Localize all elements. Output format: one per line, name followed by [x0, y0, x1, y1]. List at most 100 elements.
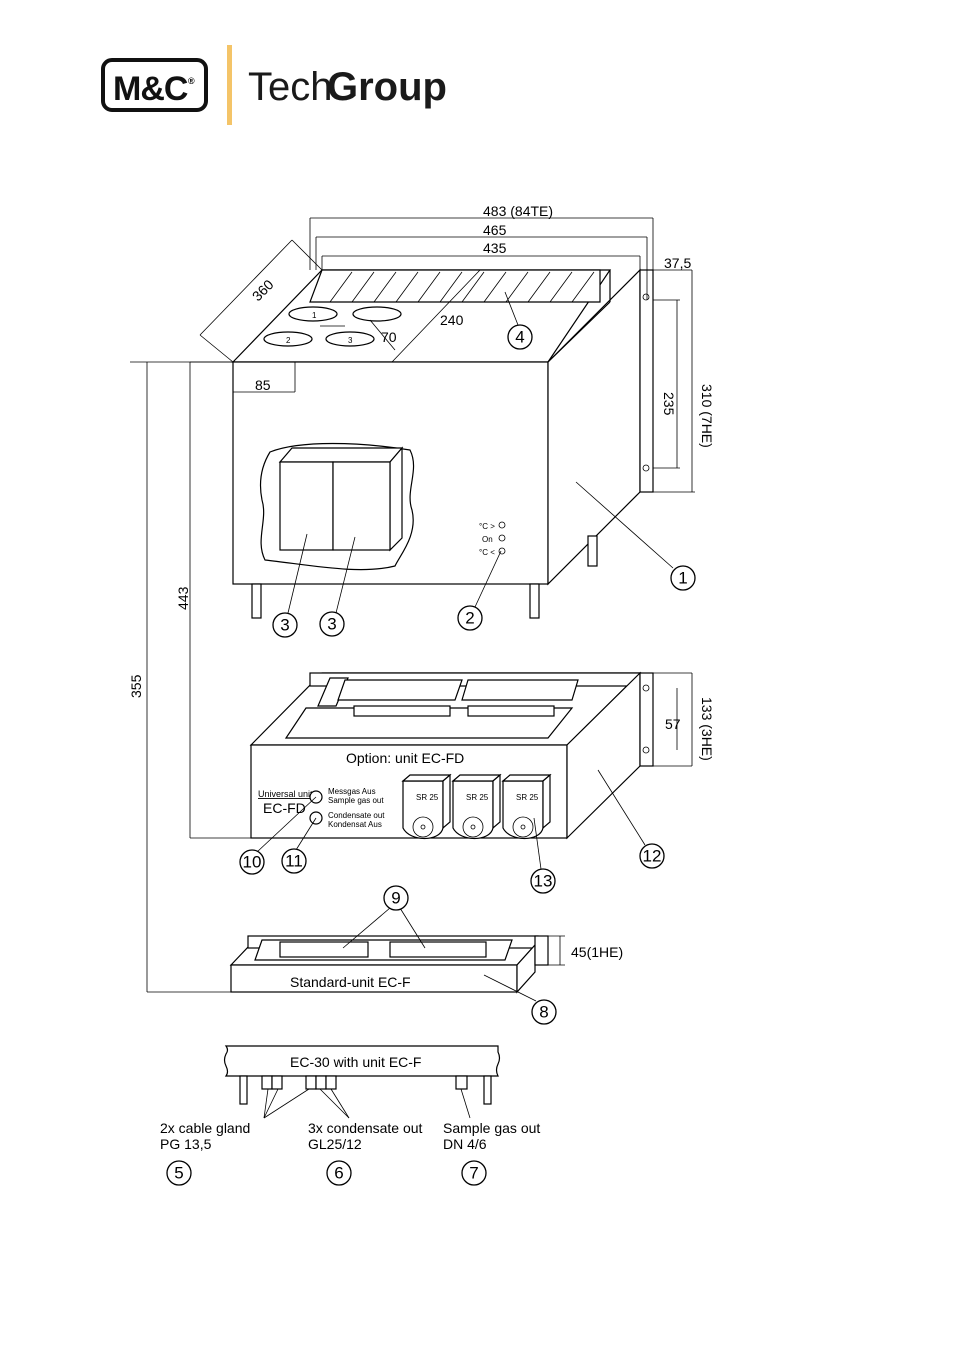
- rear-foot: [483, 1075, 492, 1105]
- rear-view: EC-30 with unit EC-F 2x cable gland PG 1…: [160, 1045, 540, 1152]
- logo-tech-text: Tech: [248, 65, 333, 109]
- callout-9: 9: [383, 885, 409, 911]
- svg-text:10: 10: [243, 853, 262, 872]
- svg-text:3: 3: [280, 616, 289, 635]
- gas-out-en: Sample gas out: [328, 796, 384, 805]
- svg-text:9: 9: [391, 889, 400, 908]
- gas-out-de: Messgas Aus: [328, 787, 376, 796]
- rear-view-body: [223, 1045, 501, 1077]
- brand-logo: M&C ® Tech Group: [101, 45, 447, 125]
- universal-unit-label: Universal unit: [258, 789, 313, 799]
- dim-465: 465: [483, 222, 507, 238]
- dim-45: 45(1HE): [571, 944, 623, 960]
- logo-frame: [101, 58, 208, 112]
- mid-tray-left: [337, 679, 463, 701]
- callout-8: 8: [531, 999, 557, 1025]
- callout-3a: 3: [272, 612, 298, 638]
- middle-unit: Option: unit EC-FD Universal unit EC-FD …: [190, 671, 715, 840]
- led-low: [498, 547, 506, 555]
- dim-240: 240: [440, 312, 464, 328]
- bottom-unit: Standard-unit EC-F 45(1HE): [147, 935, 623, 994]
- svg-text:3: 3: [327, 615, 336, 634]
- hatched-panel: [309, 269, 601, 303]
- dim-355: 355: [128, 674, 144, 698]
- condensate-label-2: GL25/12: [308, 1136, 362, 1152]
- dim-235: 235: [661, 392, 677, 416]
- foot: [587, 535, 598, 567]
- top-ports: 1 2 3: [263, 306, 402, 347]
- pump-label-2: SR 25: [466, 793, 489, 802]
- logo-group-text: Group: [327, 65, 447, 109]
- gland-label-2: PG 13,5: [160, 1136, 212, 1152]
- callout-1: 1: [670, 565, 696, 591]
- pump-label-3: SR 25: [516, 793, 539, 802]
- port-label-1: 1: [312, 311, 317, 320]
- svg-text:5: 5: [174, 1164, 183, 1183]
- pump-label-1: SR 25: [416, 793, 439, 802]
- condensate-outlet: [305, 1075, 317, 1090]
- foot: [251, 583, 262, 619]
- dim-37-5: 37,5: [664, 255, 691, 271]
- leader-lines: [256, 291, 674, 1002]
- flange-hole: [642, 464, 650, 472]
- logo-accent-bar: [227, 45, 232, 125]
- svg-text:1: 1: [678, 569, 687, 588]
- svg-text:12: 12: [643, 847, 662, 866]
- rear-view-title: EC-30 with unit EC-F: [290, 1054, 421, 1070]
- svg-text:13: 13: [534, 872, 553, 891]
- port-label-2: 2: [286, 336, 291, 345]
- bottom-unit-side: [516, 943, 536, 994]
- mid-unit-title: Option: unit EC-FD: [346, 750, 464, 766]
- callout-5: 5: [166, 1160, 192, 1186]
- dim-133: 133 (3HE): [699, 697, 715, 761]
- port-label-3: 3: [348, 336, 353, 345]
- dim-435: 435: [483, 240, 507, 256]
- sample-gas-outlet: [455, 1075, 468, 1090]
- bottom-unit-front: [230, 964, 518, 993]
- cable-gland: [261, 1075, 273, 1090]
- cable-gland: [271, 1075, 283, 1090]
- mid-unit-model: EC-FD: [263, 800, 306, 816]
- registered-mark: ®: [188, 76, 195, 86]
- callout-2: 2: [457, 605, 483, 631]
- callout-4: 4: [507, 324, 533, 350]
- cooler-right: [332, 461, 391, 551]
- cond-out-de: Kondensat Aus: [328, 820, 382, 829]
- dim-443: 443: [175, 586, 191, 610]
- sample-label-1: Sample gas out: [443, 1120, 540, 1136]
- cooler-top: [278, 447, 404, 463]
- led-high: [498, 521, 506, 529]
- callout-10: 10: [239, 849, 265, 875]
- foot: [529, 583, 540, 619]
- pump-2: SR 25: [451, 773, 502, 840]
- dim-70: 70: [381, 329, 397, 345]
- gland-label-1: 2x cable gland: [160, 1120, 250, 1136]
- svg-text:11: 11: [285, 852, 303, 871]
- led-label-on: On: [482, 535, 493, 544]
- condensate-outlet: [315, 1075, 327, 1090]
- svg-text:2: 2: [465, 609, 474, 628]
- pump-1: SR 25: [401, 773, 452, 840]
- callout-3b: 3: [319, 611, 345, 637]
- callout-12: 12: [639, 843, 665, 869]
- callout-11: 11: [281, 848, 307, 874]
- led-label-low: °C <: [479, 548, 495, 557]
- condensate-label-1: 3x condensate out: [308, 1120, 423, 1136]
- led-on: [498, 534, 506, 542]
- callout-7: 7: [461, 1160, 487, 1186]
- dim-85: 85: [255, 377, 271, 393]
- led-label-high: °C >: [479, 522, 495, 531]
- flange-hole: [642, 293, 650, 301]
- svg-text:6: 6: [334, 1164, 343, 1183]
- mid-tray-right: [461, 679, 579, 701]
- dim-483: 483 (84TE): [483, 203, 553, 219]
- cooler-side: [389, 446, 403, 552]
- svg-text:4: 4: [515, 328, 524, 347]
- bottom-unit-title: Standard-unit EC-F: [290, 974, 411, 990]
- svg-text:7: 7: [469, 1164, 478, 1183]
- svg-text:8: 8: [539, 1003, 548, 1022]
- status-leds: °C > On °C <: [479, 521, 506, 557]
- dim-57: 57: [665, 716, 681, 732]
- rack-flange-mid: [639, 672, 654, 767]
- condensate-outlet: [325, 1075, 337, 1090]
